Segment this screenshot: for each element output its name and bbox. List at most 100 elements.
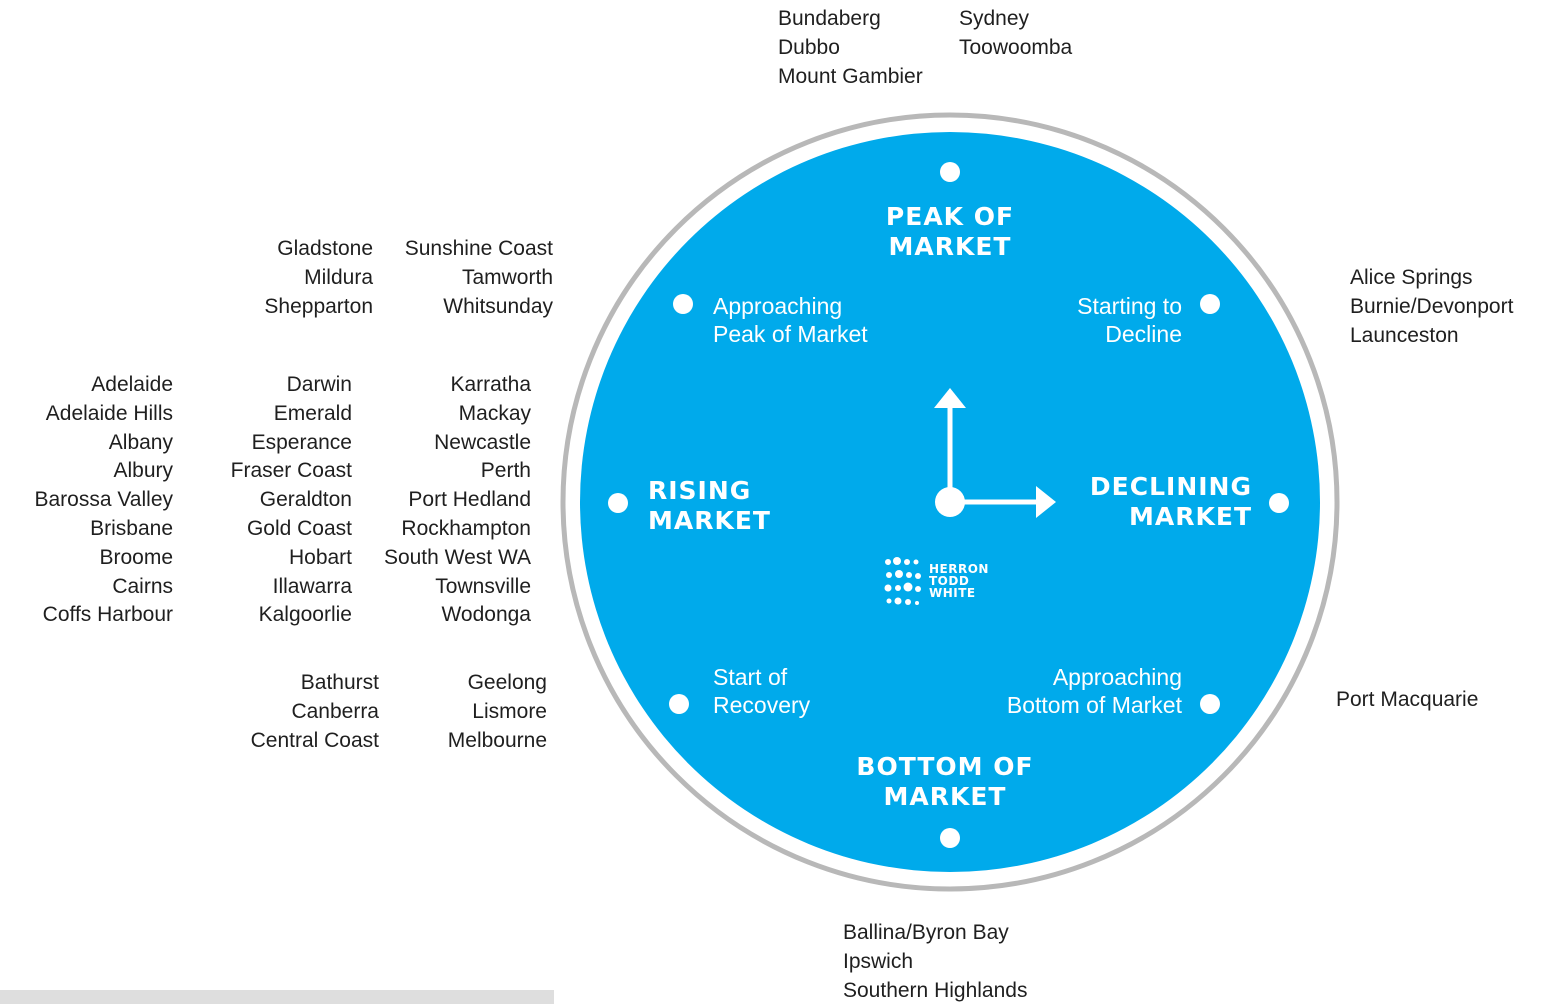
location-name: Mount Gambier	[778, 64, 923, 88]
approaching-bottom-line2: Bottom of Market	[1006, 692, 1182, 718]
location-name: Albany	[108, 430, 173, 454]
starting-decline-line1: Starting to	[1077, 293, 1182, 319]
approaching-peak-col-1: Gladstone Mildura Shepparton	[200, 235, 373, 321]
approaching-bottom-dot	[1200, 694, 1220, 714]
location-name: Central Coast	[250, 728, 379, 752]
approaching-peak-dot	[673, 294, 693, 314]
approaching-peak-label: Approaching Peak of Market	[713, 292, 868, 348]
rising-dot	[608, 493, 628, 513]
location-name: Sydney	[959, 7, 1030, 30]
logo-word-1: HERRON	[929, 562, 989, 576]
location-name: Barossa Valley	[34, 488, 173, 512]
location-name: Emerald	[273, 401, 352, 425]
location-name: Toowoomba	[959, 35, 1073, 59]
start-recovery-label: Start of Recovery	[713, 663, 810, 719]
rising-label-line2: MARKET	[648, 506, 771, 535]
clock-hands-icon	[934, 388, 1056, 518]
location-name: Rockhampton	[401, 516, 531, 540]
location-name: Esperance	[251, 430, 352, 454]
start-recovery-line1: Start of	[713, 664, 788, 690]
location-name: Bathurst	[300, 671, 379, 694]
location-name: Dubbo	[778, 35, 840, 59]
bottom-label-line2: MARKET	[883, 782, 1007, 811]
location-name: Fraser Coast	[230, 459, 352, 483]
location-name: Brisbane	[90, 516, 173, 540]
approaching-bottom-line1: Approaching	[1052, 664, 1182, 690]
location-name: Mackay	[458, 401, 531, 425]
declining-label-line1: DECLINING	[1089, 472, 1252, 501]
start-recovery-dot	[669, 694, 689, 714]
location-name: Southern Highlands	[843, 978, 1028, 1002]
starting-decline-line2: Decline	[1105, 321, 1182, 347]
location-name: Townsville	[435, 574, 531, 598]
location-name: Albury	[113, 459, 173, 483]
location-name: Burnie/Devonport	[1350, 294, 1514, 318]
clock-outer-ring	[560, 112, 1340, 892]
location-name: Adelaide	[91, 373, 173, 396]
bottom-of-market-label: BOTTOM OF MARKET	[840, 752, 1050, 812]
bottom-label-line1: BOTTOM OF	[856, 752, 1034, 781]
peak-dot	[940, 162, 960, 182]
approaching-peak-line1: Approaching	[713, 293, 843, 319]
location-name: Gold Coast	[246, 516, 352, 540]
declining-market-label: DECLINING MARKET	[1050, 472, 1252, 532]
location-name: Melbourne	[447, 728, 547, 752]
location-name: Ipswich	[843, 949, 914, 973]
bottom-dot	[940, 828, 960, 848]
htw-logo-wordmark: HERRON TODD WHITE	[929, 563, 989, 599]
location-name: Karratha	[450, 373, 531, 396]
footer-bar	[0, 990, 554, 1004]
peak-col-1: Bundaberg Dubbo Mount Gambier	[778, 5, 923, 91]
location-name: South West WA	[383, 545, 531, 569]
peak-of-market-label: PEAK OF MARKET	[850, 202, 1050, 262]
location-name: Gladstone	[277, 237, 373, 260]
htw-logo-mark-icon	[884, 557, 921, 605]
location-name: Illawarra	[272, 574, 352, 598]
location-name: Perth	[480, 459, 531, 483]
location-name: Whitsunday	[443, 294, 553, 318]
starting-decline-label: Starting to Decline	[1000, 292, 1182, 348]
location-name: Kalgoorlie	[258, 603, 352, 627]
location-name: Alice Springs	[1350, 266, 1473, 289]
location-name: Adelaide Hills	[45, 401, 173, 425]
location-name: Newcastle	[434, 430, 531, 454]
location-name: Bundaberg	[778, 7, 881, 30]
location-name: Wodonga	[441, 603, 531, 627]
location-name: Cairns	[112, 574, 173, 598]
rising-col-2: Darwin Emerald Esperance Fraser Coast Ge…	[180, 371, 352, 630]
location-name: Ballina/Byron Bay	[843, 921, 1009, 944]
location-name: Mildura	[304, 265, 373, 289]
rising-market-label: RISING MARKET	[648, 476, 828, 536]
approaching-bottom-label: Approaching Bottom of Market	[962, 663, 1182, 719]
location-name: Shepparton	[264, 294, 373, 318]
location-name: Coffs Harbour	[42, 603, 173, 627]
starting-decline-col-1: Alice Springs Burnie/Devonport Launcesto…	[1350, 264, 1513, 350]
starting-decline-dot	[1200, 294, 1220, 314]
rising-col-3: Karratha Mackay Newcastle Perth Port Hed…	[358, 371, 531, 630]
location-name: Port Macquarie	[1336, 688, 1479, 711]
peak-label-line2: MARKET	[888, 232, 1012, 261]
logo-word-3: WHITE	[929, 586, 976, 600]
approaching-peak-line2: Peak of Market	[713, 321, 868, 347]
peak-col-2: Sydney Toowoomba	[959, 5, 1072, 63]
rising-label-line1: RISING	[648, 476, 752, 505]
declining-label-line2: MARKET	[1129, 502, 1252, 531]
start-recovery-col-2: Geelong Lismore Melbourne	[380, 669, 547, 755]
location-name: Broome	[99, 545, 173, 569]
location-name: Tamworth	[461, 265, 553, 289]
bottom-col-1: Ballina/Byron Bay Ipswich Southern Highl…	[843, 919, 1027, 1005]
location-name: Launceston	[1350, 323, 1459, 347]
peak-label-line1: PEAK OF	[885, 202, 1015, 231]
location-name: Port Hedland	[408, 488, 531, 512]
location-name: Darwin	[286, 373, 352, 396]
logo-word-2: TODD	[929, 574, 970, 588]
location-name: Geelong	[467, 671, 547, 694]
declining-dot	[1269, 493, 1289, 513]
approaching-peak-col-2: Sunshine Coast Tamworth Whitsunday	[380, 235, 553, 321]
location-name: Hobart	[288, 545, 352, 569]
location-name: Lismore	[472, 699, 547, 723]
start-recovery-line2: Recovery	[713, 692, 811, 718]
rising-col-1: Adelaide Adelaide Hills Albany Albury Ba…	[0, 371, 173, 630]
